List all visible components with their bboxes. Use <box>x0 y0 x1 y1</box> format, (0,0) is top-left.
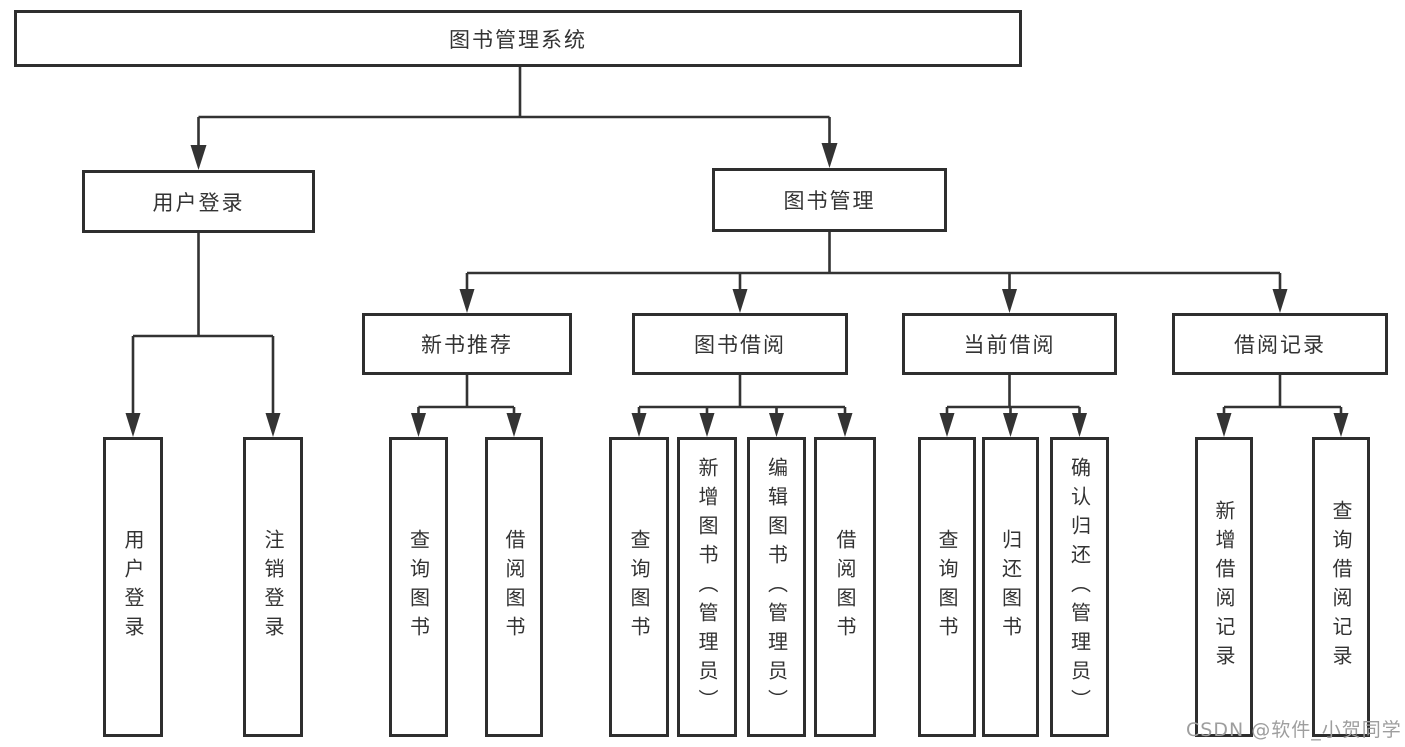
arrowhead <box>411 413 426 437</box>
edge-root-to-level2 <box>197 67 831 162</box>
arrowhead <box>769 413 784 437</box>
arrowhead <box>1333 413 1349 437</box>
leaf-logout: 注销登录 <box>243 437 303 737</box>
csdn-watermark: CSDN @软件_小贺同学 <box>1186 719 1402 741</box>
leaf-query-books-newbook: 查询图书 <box>389 437 448 737</box>
arrowhead <box>125 413 141 437</box>
arrowhead <box>1003 413 1018 437</box>
arrowhead <box>190 145 207 170</box>
edge-user-login-to-leaves <box>131 233 275 430</box>
node-user-login: 用户登录 <box>82 170 315 233</box>
leaf-user-login: 用户登录 <box>103 437 163 737</box>
edge-new-book-to-leaves <box>417 375 516 430</box>
edge-borrow-record-to-leaves <box>1222 375 1343 430</box>
edge-book-mgmt-to-level3 <box>465 232 1282 306</box>
arrowhead <box>1272 289 1288 313</box>
leaf-borrow-books-label: 借阅图书 <box>833 529 857 645</box>
node-book-borrow: 图书借阅 <box>632 313 848 375</box>
arrowhead <box>1216 413 1232 437</box>
node-book-management: 图书管理 <box>712 168 947 232</box>
leaf-borrow-books-newbook-label: 借阅图书 <box>502 529 526 645</box>
node-root-label: 图书管理系统 <box>449 27 587 52</box>
node-book-borrow-label: 图书借阅 <box>694 333 786 357</box>
leaf-query-books-current: 查询图书 <box>918 437 976 737</box>
leaf-query-borrow-record: 查询借阅记录 <box>1312 437 1370 737</box>
node-book-management-label: 图书管理 <box>783 189 876 213</box>
arrowhead <box>821 143 838 168</box>
arrowhead <box>459 289 475 313</box>
arrowhead <box>837 413 853 437</box>
arrowhead <box>1002 289 1017 313</box>
arrowhead <box>699 413 715 437</box>
leaf-confirm-return-admin-label: 确认归还（管理员） <box>1067 456 1092 718</box>
leaf-edit-books-admin: 编辑图书（管理员） <box>747 437 806 737</box>
node-current-borrow-label: 当前借阅 <box>963 333 1056 357</box>
leaf-logout-label: 注销登录 <box>261 529 285 645</box>
edge-book-borrow-to-leaves <box>637 375 847 430</box>
leaf-return-books-label: 归还图书 <box>998 529 1023 645</box>
node-borrow-record: 借阅记录 <box>1172 313 1388 375</box>
leaf-borrow-books: 借阅图书 <box>814 437 876 737</box>
node-new-book-recommend: 新书推荐 <box>362 313 572 375</box>
arrowhead <box>631 413 647 437</box>
arrowhead <box>265 413 281 437</box>
leaf-query-books-newbook-label: 查询图书 <box>406 529 431 645</box>
node-borrow-record-label: 借阅记录 <box>1234 333 1326 357</box>
leaf-query-books-current-label: 查询图书 <box>935 529 959 645</box>
leaf-query-books-borrow: 查询图书 <box>609 437 669 737</box>
leaf-add-books-admin: 新增图书（管理员） <box>677 437 737 737</box>
arrowhead <box>732 289 748 313</box>
leaf-borrow-books-newbook: 借阅图书 <box>485 437 543 737</box>
leaf-add-borrow-record: 新增借阅记录 <box>1195 437 1253 737</box>
arrowhead <box>939 413 955 437</box>
leaf-return-books: 归还图书 <box>982 437 1039 737</box>
leaf-edit-books-admin-label: 编辑图书（管理员） <box>764 456 789 718</box>
leaf-add-borrow-record-label: 新增借阅记录 <box>1212 500 1236 674</box>
leaf-confirm-return-admin: 确认归还（管理员） <box>1050 437 1109 737</box>
node-current-borrow: 当前借阅 <box>902 313 1117 375</box>
arrowhead <box>506 413 522 437</box>
leaf-user-login-label: 用户登录 <box>121 529 145 645</box>
leaf-query-books-borrow-label: 查询图书 <box>627 529 651 645</box>
node-root: 图书管理系统 <box>14 10 1022 67</box>
leaf-query-borrow-record-label: 查询借阅记录 <box>1329 500 1353 674</box>
node-new-book-recommend-label: 新书推荐 <box>421 333 513 357</box>
node-user-login-label: 用户登录 <box>152 190 245 215</box>
arrowhead <box>1072 413 1087 437</box>
leaf-add-books-admin-label: 新增图书（管理员） <box>695 456 719 718</box>
